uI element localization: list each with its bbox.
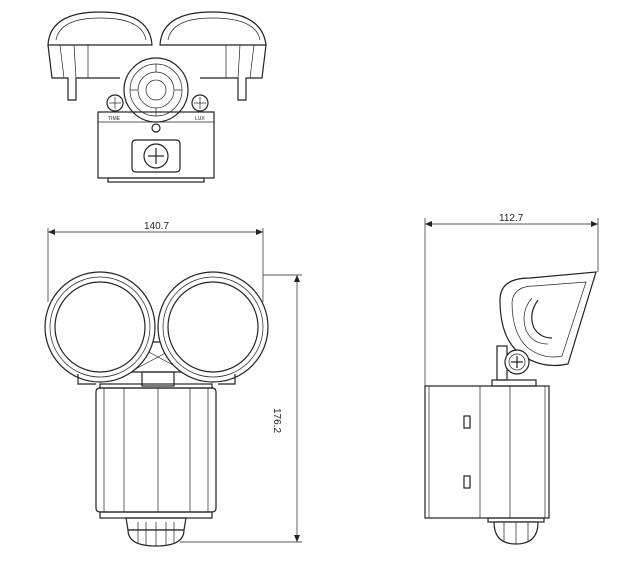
top-screw-cover <box>131 139 181 173</box>
front-width-label: 140.7 <box>144 221 169 232</box>
front-right-lamp-head <box>157 271 269 385</box>
side-width-dimension <box>424 218 599 388</box>
lux-knob <box>191 94 209 112</box>
side-width-label: 112.7 <box>499 213 524 224</box>
time-label: TIME <box>108 116 121 122</box>
time-knob <box>106 94 124 112</box>
front-height-label: 176.2 <box>271 408 282 433</box>
side-lamp-head <box>499 271 597 367</box>
side-motion-sensor <box>487 517 545 545</box>
side-view: 112.7 <box>424 213 599 545</box>
front-width-dimension <box>47 228 264 302</box>
top-right-lamp-head <box>159 11 267 101</box>
side-adjust-knob <box>504 349 530 375</box>
front-body <box>95 383 217 519</box>
top-left-lamp-head <box>47 11 153 101</box>
top-body <box>97 111 215 183</box>
front-height-dimension <box>180 274 302 543</box>
top-view: TIME LUX <box>47 11 267 183</box>
front-left-lamp-head <box>44 271 156 385</box>
side-body <box>424 385 550 519</box>
front-view: 140.7 176.2 <box>44 221 302 547</box>
lux-label: LUX <box>195 116 205 122</box>
front-motion-sensor <box>125 517 187 547</box>
